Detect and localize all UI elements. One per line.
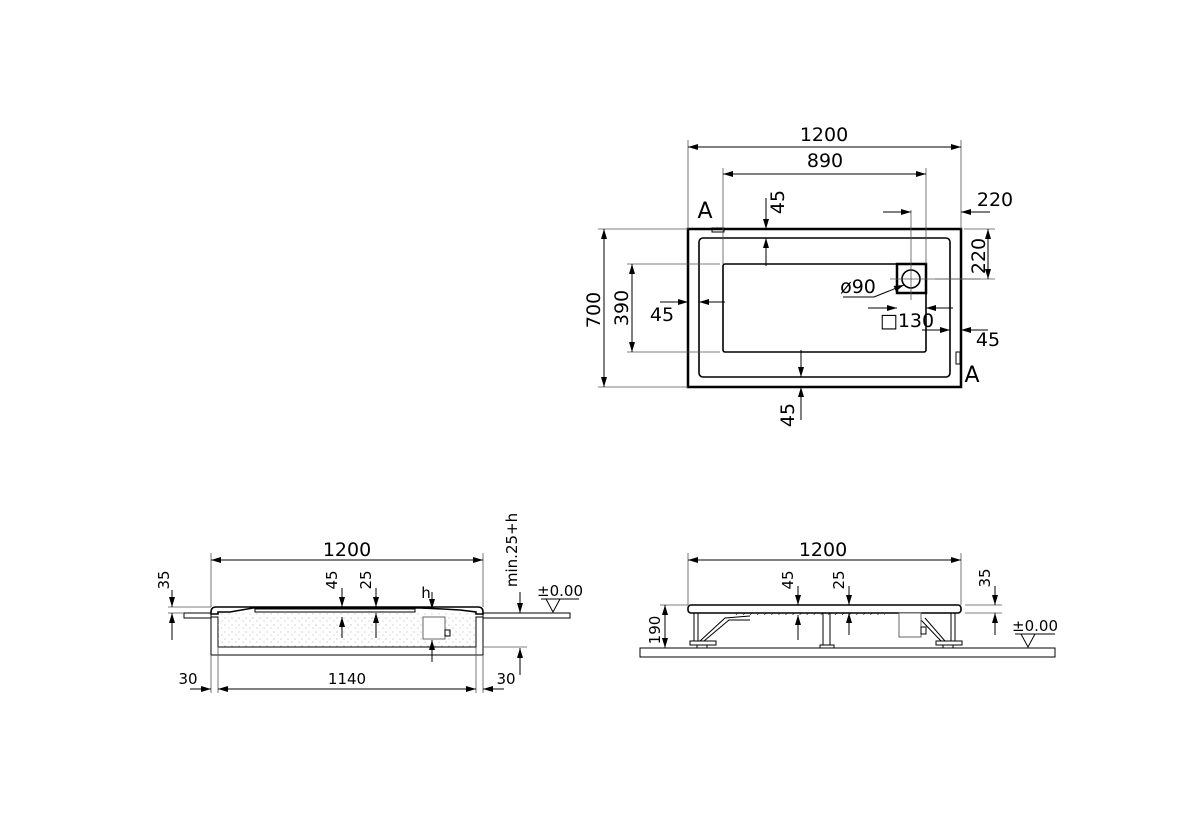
dim-depth-25: 25: [830, 570, 848, 589]
dim-rim-height: 35: [155, 570, 173, 589]
dim-section-width: 1200: [323, 539, 371, 561]
dim-left-gap: 30: [178, 670, 197, 688]
section-legs: 1200 45 25 35 190 ±0.00: [639, 539, 1058, 658]
dim-rim-right: 45: [976, 329, 1000, 351]
dim-basin-depth: 390: [611, 290, 633, 326]
tray-plate: [687, 604, 962, 614]
level-marker-icon: [541, 598, 579, 614]
dim-rim-top: 45: [767, 190, 789, 214]
section-label-a-start: A: [697, 199, 712, 224]
dim-depth-45: 45: [779, 570, 797, 589]
dim-inner-width: 1140: [328, 670, 366, 688]
dim-right-gap: 30: [496, 670, 515, 688]
dim-drain-diameter: ø90: [840, 276, 876, 298]
dim-drain-square: □130: [880, 310, 934, 332]
dim-h: h: [421, 584, 431, 602]
drain-square: [895, 262, 928, 295]
dim-rim-bottom: 45: [777, 403, 799, 427]
dim-section-width: 1200: [799, 539, 847, 561]
tray-rim-inner: [698, 237, 951, 378]
dim-drain-offset-x: 220: [977, 189, 1013, 211]
level-marker-icon: [1015, 633, 1055, 649]
plan-view: 1200 890 700 390 45 45 45 220 220: [583, 124, 1013, 427]
drain-body: [422, 616, 446, 640]
dim-depth-25: 25: [357, 570, 375, 589]
dim-height: 190: [646, 616, 664, 645]
drain-body: [898, 612, 922, 638]
dim-rim-height: 35: [976, 568, 994, 587]
section-label-a-end: A: [964, 363, 979, 388]
dim-depth-45: 45: [323, 570, 341, 589]
dim-min-depth: min.25+h: [503, 513, 521, 587]
level-label: ±0.00: [1012, 617, 1058, 635]
section-marker-top: [711, 227, 725, 233]
tray-profile: [210, 606, 484, 615]
dim-rim-left: 45: [650, 304, 674, 326]
dim-basin-width: 890: [807, 150, 843, 172]
dim-depth: 700: [583, 292, 605, 328]
dim-drain-offset-y: 220: [968, 238, 990, 274]
tray-outline: [686, 227, 963, 389]
dim-width: 1200: [800, 124, 848, 146]
section-recessed: 1200 1140 30 30 35 45 25 h min.25+h ±0.0…: [155, 513, 583, 693]
level-label: ±0.00: [537, 582, 583, 600]
section-marker-right: [955, 351, 961, 365]
floor: [639, 647, 1056, 658]
